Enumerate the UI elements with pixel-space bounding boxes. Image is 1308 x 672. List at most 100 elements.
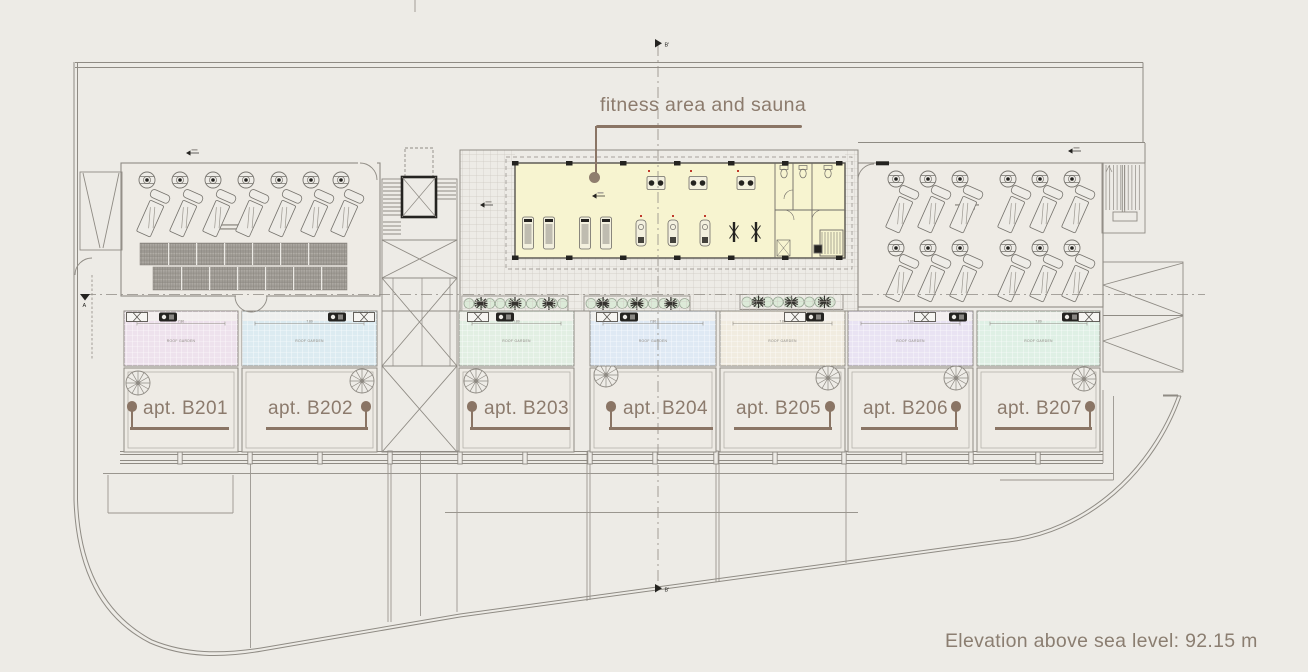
parasol-icon [204,171,222,189]
garden-dim-label: 7.80 [779,319,785,323]
post-icon [177,450,183,465]
parasol-icon [1031,170,1049,188]
garden-dim-label: 7.80 [650,319,656,323]
parasol-icon [1063,170,1081,188]
station-icon [646,176,666,190]
grill-icon [949,312,967,322]
courtyard-b201 [123,367,239,453]
garden-dim-label: 7.80 [513,319,519,323]
courtyard-b207 [976,366,1101,453]
post-icon [968,450,974,465]
gtable-icon [596,312,618,322]
parasol-icon [332,171,350,189]
courtyard-b205 [719,365,846,453]
roof-garden-label: ROOF GARDEN [502,339,531,343]
post-icon [247,450,253,465]
core-stairs [381,147,458,367]
parasol-icon [171,171,189,189]
parasol-icon [1063,239,1081,257]
courtyard-b203 [458,367,575,453]
garden-dim-label: 7.80 [178,319,184,323]
parasol-icon [951,170,969,188]
site-boundary [73,0,1182,656]
parasol-icon [138,171,156,189]
courtyards [123,362,1101,453]
bike-icon [635,219,647,247]
parasol-icon [919,239,937,257]
tread-icon [543,216,555,250]
bike-icon [699,219,711,247]
post-icon [713,450,719,465]
courtyard-b204 [589,362,717,453]
balcony-band [120,451,1103,464]
parasol-icon [919,170,937,188]
gtable-icon [914,312,936,322]
grill-icon [1062,312,1080,322]
post-icon [652,450,658,465]
parasol-icon [237,171,255,189]
spiral-icon [815,365,841,391]
gtable-icon [467,312,489,322]
parasol-icon [270,171,288,189]
post-icon [387,450,393,465]
gtable-icon [353,312,375,322]
station-icon [688,176,708,190]
parasol-icon [1031,239,1049,257]
bike-icon [667,219,679,247]
section-lines: B' B' A [80,39,1205,594]
post-icon [457,450,463,465]
parasol-icon [951,239,969,257]
courtyard-b202 [241,367,378,453]
tread-icon [600,216,612,250]
roof-garden-label: ROOF GARDEN [1024,339,1053,343]
roof-garden-label: ROOF GARDEN [639,339,668,343]
section-b-bottom-arrow [655,584,662,593]
station-icon [736,176,756,190]
gtable-icon [784,312,806,322]
spiral-icon [1071,366,1097,392]
section-b-bottom-label: B' [665,588,670,594]
parasol-icon [887,239,905,257]
gtable-icon [1078,312,1100,322]
roof-garden-label: ROOF GARDEN [295,339,324,343]
spiral-icon [593,362,619,388]
roof-garden-label: ROOF GARDEN [167,339,196,343]
garden-dim-label: 7.80 [907,319,913,323]
lower-terrace-lines [91,275,1114,648]
fitness-building [512,161,846,260]
spiral-icon [943,365,969,391]
garden-dim-label: 7.80 [306,319,312,323]
post-icon [1035,450,1041,465]
parasol-icon [302,171,320,189]
parasol-icon [999,170,1017,188]
core-lower [381,365,458,453]
roof-garden-label: ROOF GARDEN [896,339,925,343]
section-a-label: A [83,303,87,309]
grill-icon [496,312,514,322]
roof-garden-label: ROOF GARDEN [768,339,797,343]
grill-icon [620,312,638,322]
fitness-room [514,162,846,259]
spiral-icon [349,368,375,394]
parasol-icon [999,239,1017,257]
post-icon [901,450,907,465]
courtyard-b206 [847,365,974,453]
spiral-icon [125,370,151,396]
section-a-arrow [80,294,90,301]
canopy-structure [1102,261,1184,373]
post-icon [587,450,593,465]
spiral-icon [463,368,489,394]
post-icon [317,450,323,465]
post-icon [841,450,847,465]
grill-icon [328,312,346,322]
tread-icon [522,216,534,250]
